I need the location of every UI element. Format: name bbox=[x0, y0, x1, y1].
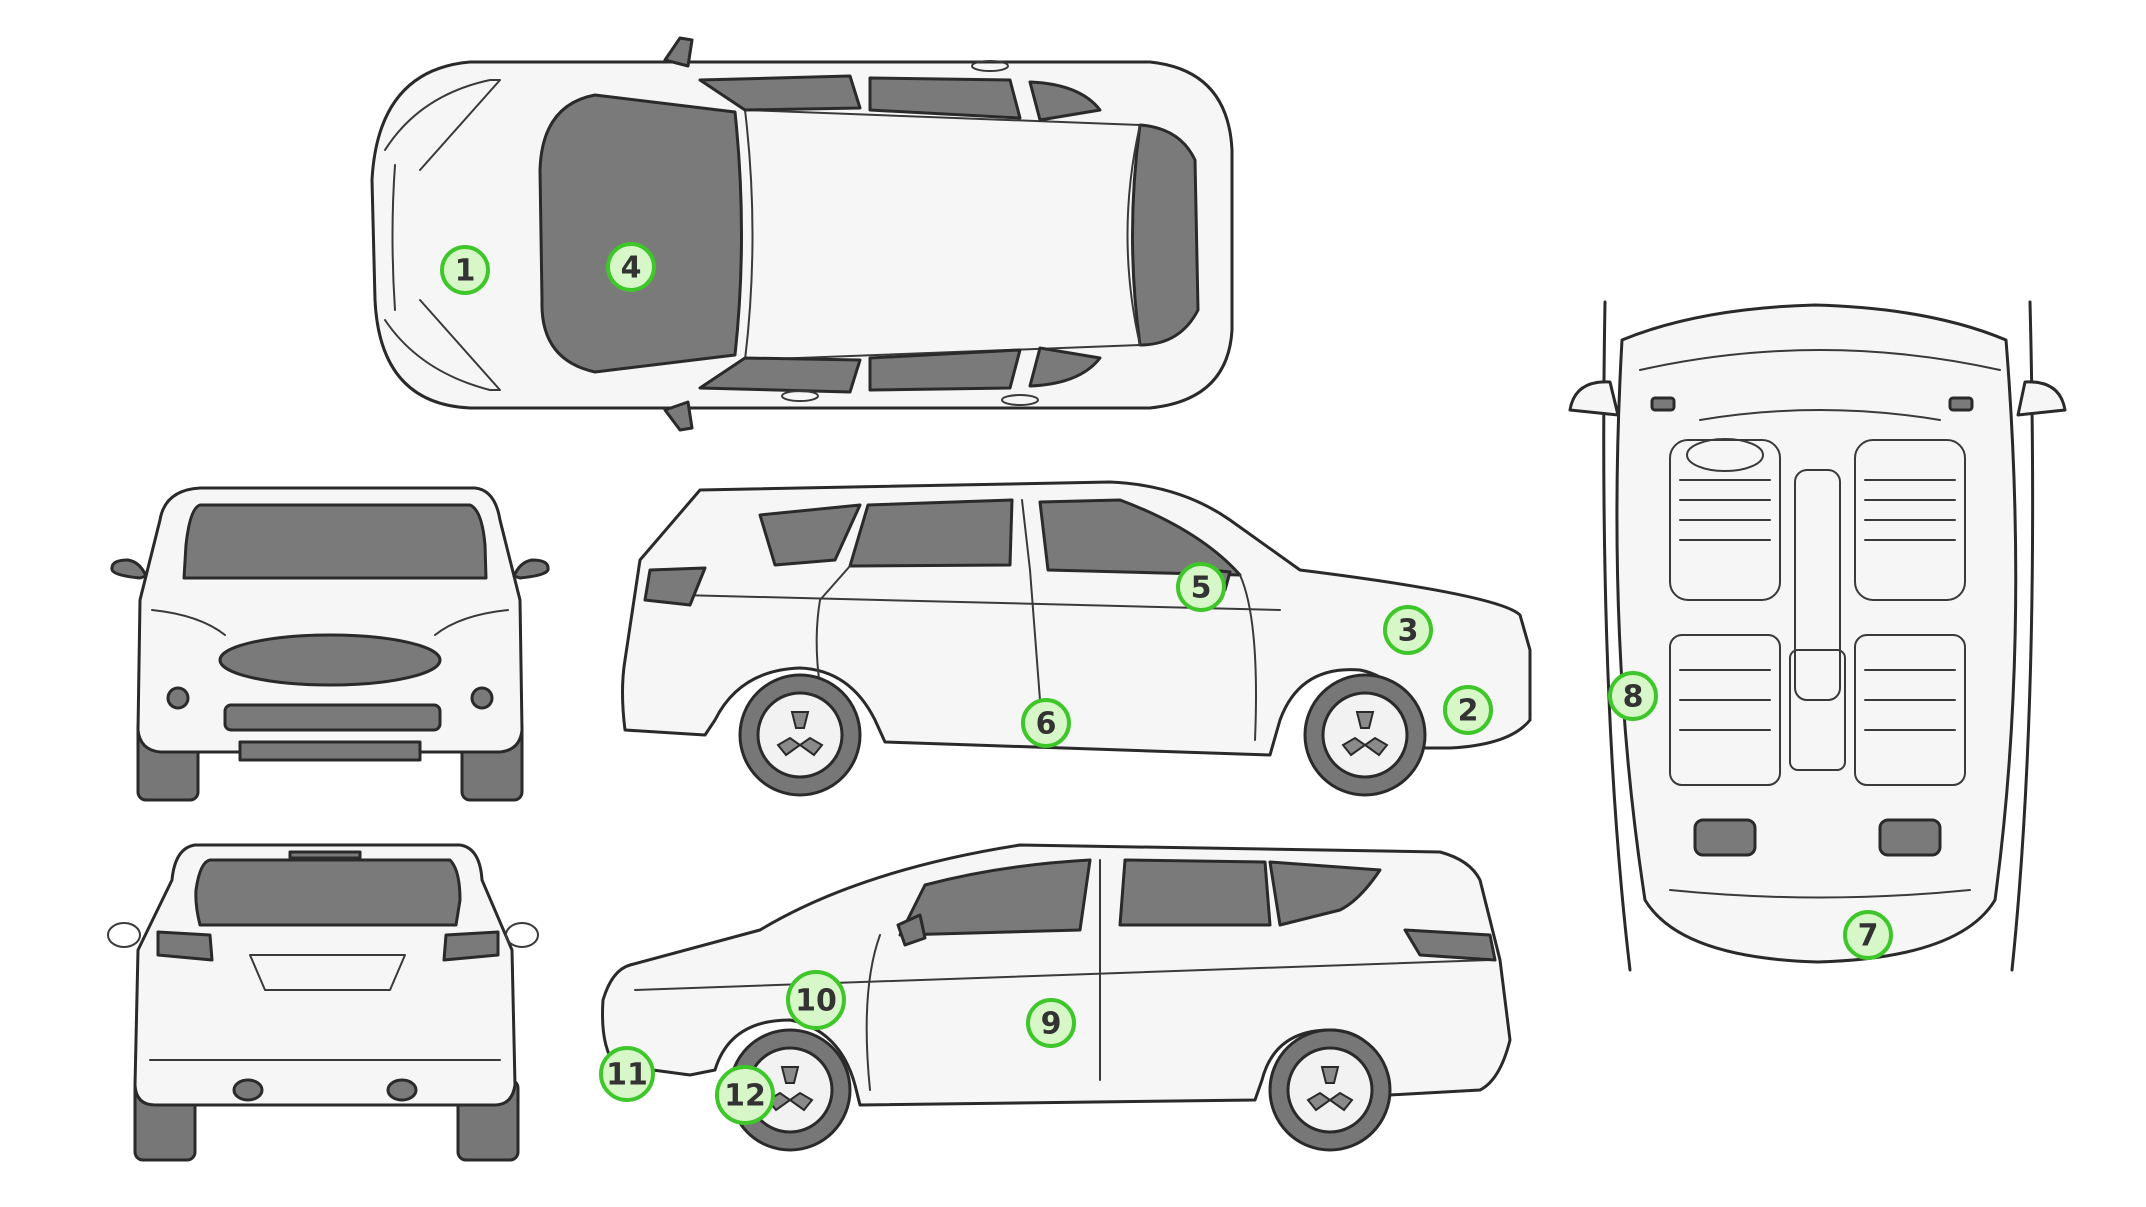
callout-label-8: 8 bbox=[1623, 680, 1644, 715]
callout-label-9: 9 bbox=[1041, 1007, 1062, 1042]
car-side-view-right bbox=[621, 480, 1532, 797]
callout-marker-4[interactable]: 4 bbox=[606, 242, 656, 292]
car-front-view bbox=[110, 486, 550, 802]
callout-marker-10[interactable]: 10 bbox=[786, 970, 846, 1030]
callout-label-5: 5 bbox=[1191, 571, 1212, 606]
callout-label-6: 6 bbox=[1036, 707, 1057, 742]
callout-marker-9[interactable]: 9 bbox=[1026, 998, 1076, 1048]
callout-label-11: 11 bbox=[606, 1058, 648, 1093]
callout-label-4: 4 bbox=[621, 251, 642, 286]
callout-marker-11[interactable]: 11 bbox=[599, 1046, 655, 1102]
callout-marker-1[interactable]: 1 bbox=[440, 245, 490, 295]
callout-label-2: 2 bbox=[1458, 694, 1479, 729]
callout-marker-5[interactable]: 5 bbox=[1176, 562, 1226, 612]
callout-marker-8[interactable]: 8 bbox=[1608, 671, 1658, 721]
callout-label-10: 10 bbox=[795, 984, 837, 1019]
car-interior-view bbox=[1568, 300, 2067, 972]
car-top-view bbox=[370, 36, 1234, 432]
callout-marker-2[interactable]: 2 bbox=[1443, 685, 1493, 735]
car-rear-view bbox=[107, 843, 539, 1162]
callout-label-12: 12 bbox=[724, 1079, 766, 1114]
callout-label-1: 1 bbox=[455, 254, 476, 289]
callout-marker-6[interactable]: 6 bbox=[1021, 698, 1071, 748]
callout-marker-7[interactable]: 7 bbox=[1843, 910, 1893, 960]
callout-label-3: 3 bbox=[1398, 614, 1419, 649]
callout-label-7: 7 bbox=[1858, 919, 1879, 954]
callout-marker-12[interactable]: 12 bbox=[715, 1065, 775, 1125]
callout-marker-3[interactable]: 3 bbox=[1383, 605, 1433, 655]
car-side-view-left bbox=[601, 843, 1512, 1152]
